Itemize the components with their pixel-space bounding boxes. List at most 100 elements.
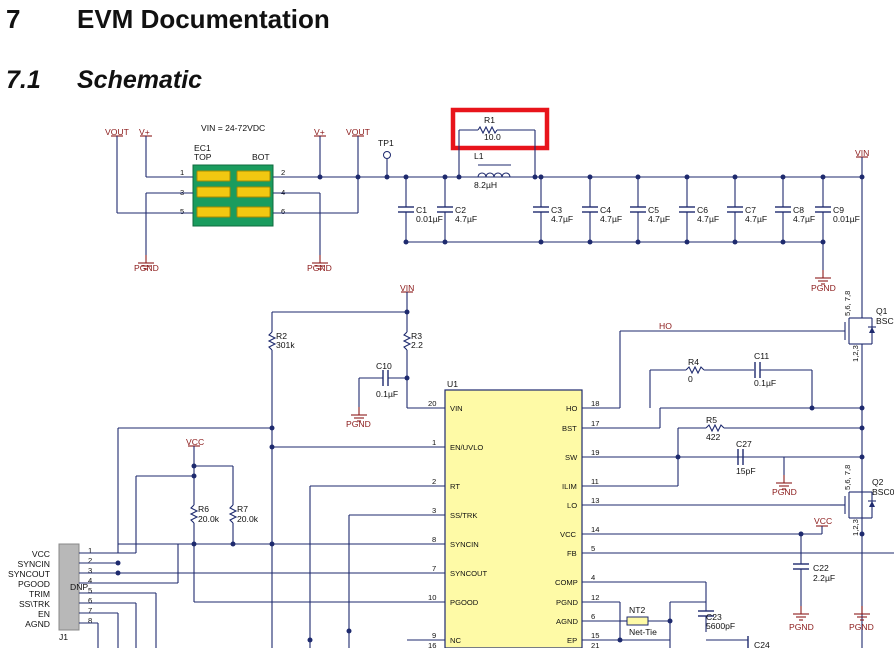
svg-text:R1: R1 bbox=[484, 115, 495, 125]
svg-text:8: 8 bbox=[432, 535, 436, 544]
svg-text:18: 18 bbox=[591, 399, 599, 408]
svg-text:VOUT: VOUT bbox=[105, 127, 130, 137]
svg-text:VCC: VCC bbox=[560, 530, 577, 539]
pgnd-label-2: PGND bbox=[307, 263, 332, 273]
capacitor-c27: C27 15pF PGND bbox=[678, 439, 797, 497]
subsection-number: 7.1 bbox=[6, 66, 41, 94]
power-flag-vin-right: VIN bbox=[855, 148, 869, 158]
svg-text:NT2: NT2 bbox=[629, 605, 645, 615]
svg-text:4.7µF: 4.7µF bbox=[551, 214, 573, 224]
svg-text:1: 1 bbox=[88, 546, 92, 555]
svg-text:5: 5 bbox=[88, 586, 92, 595]
svg-text:2.2: 2.2 bbox=[411, 340, 423, 350]
svg-text:VCC: VCC bbox=[814, 516, 832, 526]
svg-text:0.01µF: 0.01µF bbox=[416, 214, 443, 224]
svg-text:6: 6 bbox=[591, 612, 595, 621]
svg-text:0.1µF: 0.1µF bbox=[754, 378, 776, 388]
svg-text:6: 6 bbox=[281, 207, 285, 216]
svg-text:EN/UVLO: EN/UVLO bbox=[450, 443, 483, 452]
capacitor-c24: C24 bbox=[706, 636, 770, 648]
svg-text:SYNCOUT: SYNCOUT bbox=[8, 569, 51, 579]
svg-text:RT: RT bbox=[450, 482, 460, 491]
svg-text:C3: C3 bbox=[551, 205, 562, 215]
svg-text:4.7µF: 4.7µF bbox=[697, 214, 719, 224]
pgnd-label-3: PGND bbox=[811, 283, 836, 293]
svg-text:7: 7 bbox=[432, 564, 436, 573]
svg-text:J1: J1 bbox=[59, 632, 68, 642]
svg-text:C11: C11 bbox=[754, 351, 769, 361]
capacitor-c5: C5 4.7µF bbox=[630, 174, 670, 245]
svg-text:R7: R7 bbox=[237, 504, 248, 514]
capacitor-c1: C1 0.01µF bbox=[398, 177, 443, 245]
svg-text:BST: BST bbox=[562, 424, 577, 433]
svg-text:BSC: BSC bbox=[876, 316, 894, 326]
svg-text:2: 2 bbox=[432, 477, 436, 486]
svg-text:PGND: PGND bbox=[556, 598, 578, 607]
svg-text:422: 422 bbox=[706, 432, 721, 442]
svg-text:12: 12 bbox=[591, 593, 599, 602]
svg-text:10.0: 10.0 bbox=[484, 132, 501, 142]
svg-text:1: 1 bbox=[180, 168, 184, 177]
svg-text:4.7µF: 4.7µF bbox=[600, 214, 622, 224]
svg-text:7: 7 bbox=[88, 606, 92, 615]
svg-text:SW: SW bbox=[565, 453, 578, 462]
svg-text:TRIM: TRIM bbox=[29, 589, 50, 599]
svg-text:R3: R3 bbox=[411, 331, 422, 341]
capacitor-c2: C2 4.7µF bbox=[437, 177, 477, 245]
svg-text:0: 0 bbox=[688, 374, 693, 384]
svg-text:8.2µH: 8.2µH bbox=[474, 180, 497, 190]
svg-text:ILIM: ILIM bbox=[562, 482, 577, 491]
svg-text:8: 8 bbox=[88, 616, 92, 625]
svg-text:C10: C10 bbox=[376, 361, 392, 371]
svg-text:C6: C6 bbox=[697, 205, 708, 215]
svg-text:BOT: BOT bbox=[252, 152, 270, 162]
svg-text:5,6, 7,8: 5,6, 7,8 bbox=[843, 465, 852, 490]
power-flag-vplus-left: V+ bbox=[139, 127, 153, 177]
svg-text:21: 21 bbox=[591, 641, 599, 648]
svg-text:C5: C5 bbox=[648, 205, 659, 215]
svg-text:LO: LO bbox=[567, 501, 577, 510]
svg-text:4.7µF: 4.7µF bbox=[455, 214, 477, 224]
svg-text:9: 9 bbox=[432, 631, 436, 640]
power-flag-vin-mid: VIN bbox=[400, 283, 414, 293]
capacitor-c3: C3 4.7µF bbox=[533, 174, 573, 245]
svg-text:C22: C22 bbox=[813, 563, 829, 573]
svg-text:20.0k: 20.0k bbox=[198, 514, 220, 524]
svg-text:DNP: DNP bbox=[70, 582, 88, 592]
svg-text:SS/TRK: SS/TRK bbox=[450, 511, 477, 520]
svg-text:FB: FB bbox=[567, 549, 577, 558]
svg-text:SYNCIN: SYNCIN bbox=[450, 540, 479, 549]
pgnd-label-5: PGND bbox=[772, 487, 797, 497]
svg-text:16: 16 bbox=[428, 641, 436, 648]
svg-text:1: 1 bbox=[432, 438, 436, 447]
power-flag-vcc-left: VCC bbox=[186, 437, 204, 447]
svg-text:5: 5 bbox=[591, 544, 595, 553]
svg-text:COMP: COMP bbox=[555, 578, 578, 587]
svg-text:EN: EN bbox=[38, 609, 50, 619]
svg-text:C1: C1 bbox=[416, 205, 427, 215]
svg-text:NC: NC bbox=[450, 636, 461, 645]
mosfet-q2: Q2 BSC0 5,6, 7,8 1,2,3 bbox=[830, 465, 894, 536]
svg-text:3: 3 bbox=[432, 506, 436, 515]
svg-text:11: 11 bbox=[591, 477, 599, 486]
svg-text:Q2: Q2 bbox=[872, 477, 884, 487]
svg-text:10: 10 bbox=[428, 593, 436, 602]
svg-text:C2: C2 bbox=[455, 205, 466, 215]
pgnd-label-4: PGND bbox=[346, 419, 371, 429]
svg-text:VIN: VIN bbox=[450, 404, 463, 413]
svg-text:14: 14 bbox=[591, 525, 599, 534]
svg-text:2: 2 bbox=[88, 556, 92, 565]
resistor-r1: R1 10.0 bbox=[458, 115, 536, 177]
test-point-tp1: TP1 bbox=[378, 138, 394, 180]
svg-text:Net-Tie: Net-Tie bbox=[629, 627, 657, 637]
svg-text:15: 15 bbox=[591, 631, 599, 640]
capacitor-c7: C7 4.7µF bbox=[727, 174, 767, 245]
capacitor-c23: C23 5600pF bbox=[698, 582, 735, 632]
resistor-r2: R2 301k bbox=[267, 312, 295, 648]
svg-text:5: 5 bbox=[180, 207, 184, 216]
ec1-note: VIN = 24-72VDC bbox=[201, 123, 265, 133]
net-tie-nt2: NT2 Net-Tie bbox=[620, 605, 670, 637]
capacitor-c22: C22 2.2µF PGND bbox=[789, 534, 835, 632]
